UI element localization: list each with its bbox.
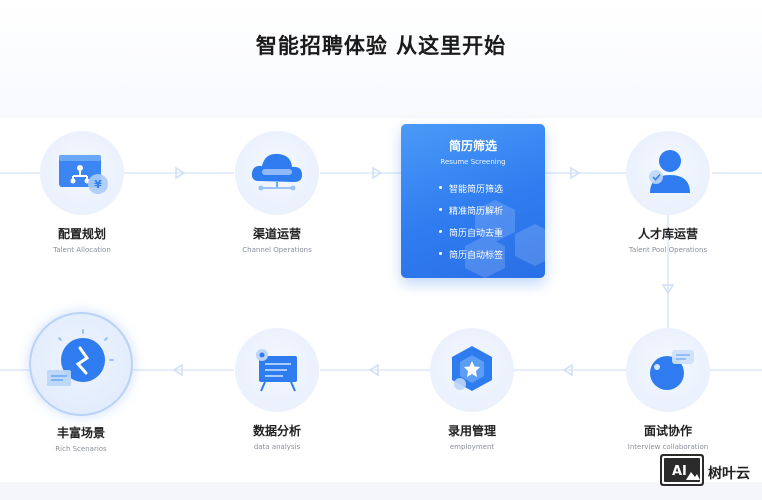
node-sublabel: data analysis xyxy=(253,443,301,451)
arrow-down-icon xyxy=(661,284,675,295)
node-talent-pool: 人才库运营 Talent Pool Operations xyxy=(608,131,728,254)
interview-icon xyxy=(626,328,710,412)
node-rich-scenarios: 丰富场景 Rich Scenarios xyxy=(21,312,141,453)
node-label: 数据分析 xyxy=(252,424,301,438)
node-sublabel: Channel Operations xyxy=(242,246,312,254)
node-sublabel: Interview collaboration xyxy=(627,443,709,451)
list-item: 简历自动去重 xyxy=(439,226,545,239)
node-interview-collaboration: 面试协作 Interview collaboration xyxy=(608,328,728,451)
cloud-icon xyxy=(235,131,319,215)
card-subtitle: Resume Screening xyxy=(440,158,506,166)
header-band xyxy=(0,0,762,118)
list-item: 简历自动标签 xyxy=(439,248,545,261)
node-sublabel: employment xyxy=(449,443,495,451)
node-employment: 录用管理 employment xyxy=(412,328,532,451)
node-label: 丰富场景 xyxy=(56,426,105,440)
board-icon xyxy=(235,328,319,412)
node-sublabel: Rich Scenarios xyxy=(55,445,107,453)
allocation-icon: ¥ xyxy=(40,131,124,215)
hexagon-pattern-icon xyxy=(465,200,545,278)
arrow-right-icon xyxy=(175,166,186,180)
svg-text:AI: AI xyxy=(672,464,687,479)
node-data-analysis: 数据分析 data analysis xyxy=(217,328,337,451)
list-item: 精准简历解析 xyxy=(439,204,545,217)
footer-band xyxy=(0,482,762,500)
node-label: 人才库运营 xyxy=(637,227,698,241)
user-icon xyxy=(626,131,710,215)
resume-screening-card: 简历筛选 Resume Screening 智能简历筛选 精准简历解析 简历自动… xyxy=(401,124,545,278)
node-label: 渠道运营 xyxy=(252,227,301,241)
node-label: 面试协作 xyxy=(643,424,692,438)
arrow-right-icon xyxy=(372,166,383,180)
feature-list: 智能简历筛选 精准简历解析 简历自动去重 简历自动标签 xyxy=(439,182,545,261)
card-title: 简历筛选 xyxy=(448,139,497,153)
arrow-left-icon xyxy=(172,363,183,377)
arrow-left-icon xyxy=(368,363,379,377)
watermark-logo: AI xyxy=(660,454,704,486)
node-label: 录用管理 xyxy=(447,424,496,438)
node-sublabel: Talent Pool Operations xyxy=(628,246,708,254)
badge-icon xyxy=(430,328,514,412)
arrow-right-icon xyxy=(570,166,581,180)
node-channel-operations: 渠道运营 Channel Operations xyxy=(217,131,337,254)
bulb-icon xyxy=(29,312,133,416)
node-label: 配置规划 xyxy=(57,227,106,241)
page-title: 智能招聘体验 从这里开始 xyxy=(255,34,507,58)
node-sublabel: Talent Allocation xyxy=(53,246,111,254)
svg-text:¥: ¥ xyxy=(94,178,102,191)
arrow-left-icon xyxy=(562,363,573,377)
node-talent-allocation: ¥ 配置规划 Talent Allocation xyxy=(22,131,142,254)
watermark-text: 树叶云 xyxy=(708,466,750,482)
list-item: 智能简历筛选 xyxy=(439,182,545,195)
